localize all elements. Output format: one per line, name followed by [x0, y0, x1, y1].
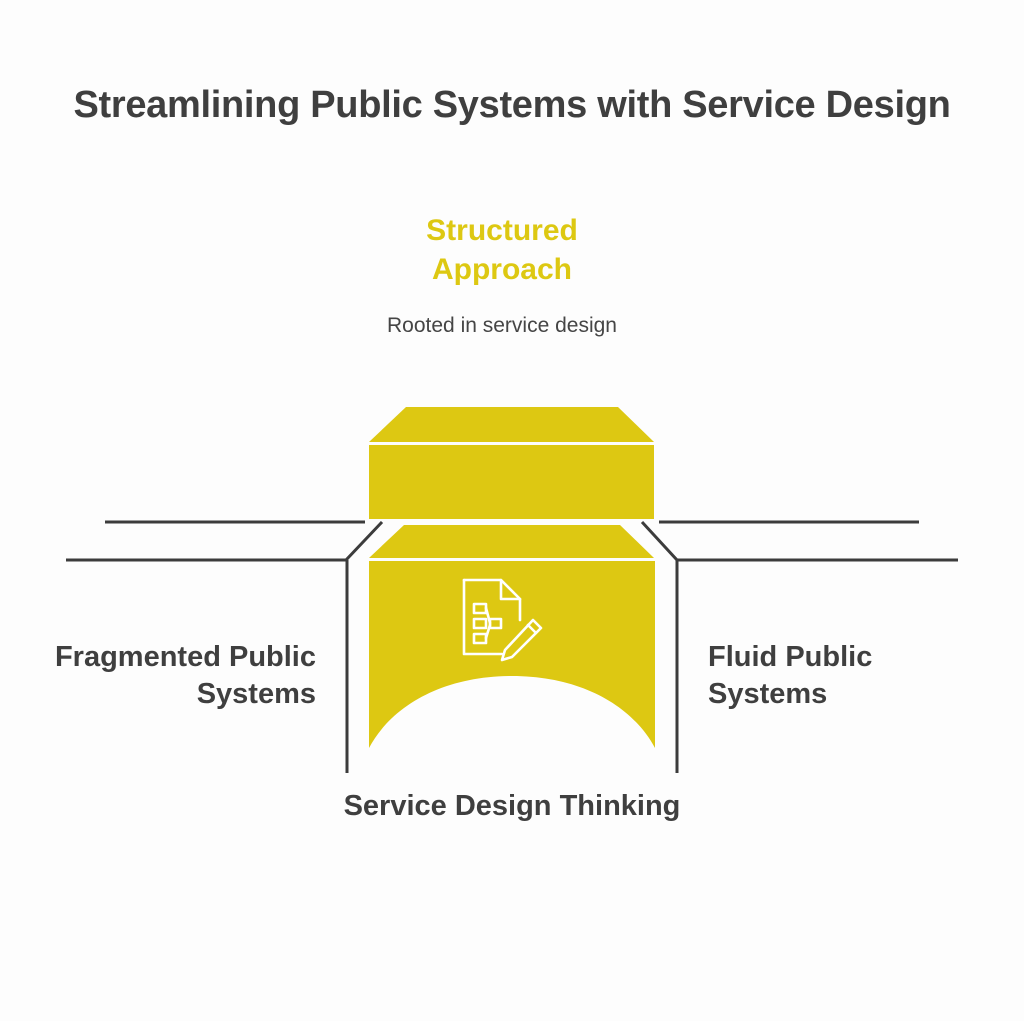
diagram-title: Streamlining Public Systems with Service…	[73, 84, 951, 126]
fragmented-public-systems-label: Fragmented Public Systems	[54, 641, 316, 710]
canyon-left-edge	[66, 520, 384, 562]
top-block-bevel	[369, 407, 654, 442]
service-design-thinking-label: Service Design Thinking	[343, 790, 681, 822]
canyon-right-edge	[640, 520, 958, 562]
structured-approach-description: Rooted in service design	[387, 314, 617, 337]
fluid-public-systems-label: Fluid Public Systems	[708, 641, 873, 710]
arch-block-face	[369, 561, 655, 748]
top-block-face	[369, 445, 654, 519]
structured-approach-heading: Structured Approach	[426, 214, 578, 286]
arch-block-bevel	[369, 525, 654, 558]
document-flowchart-pencil-icon	[462, 578, 543, 662]
